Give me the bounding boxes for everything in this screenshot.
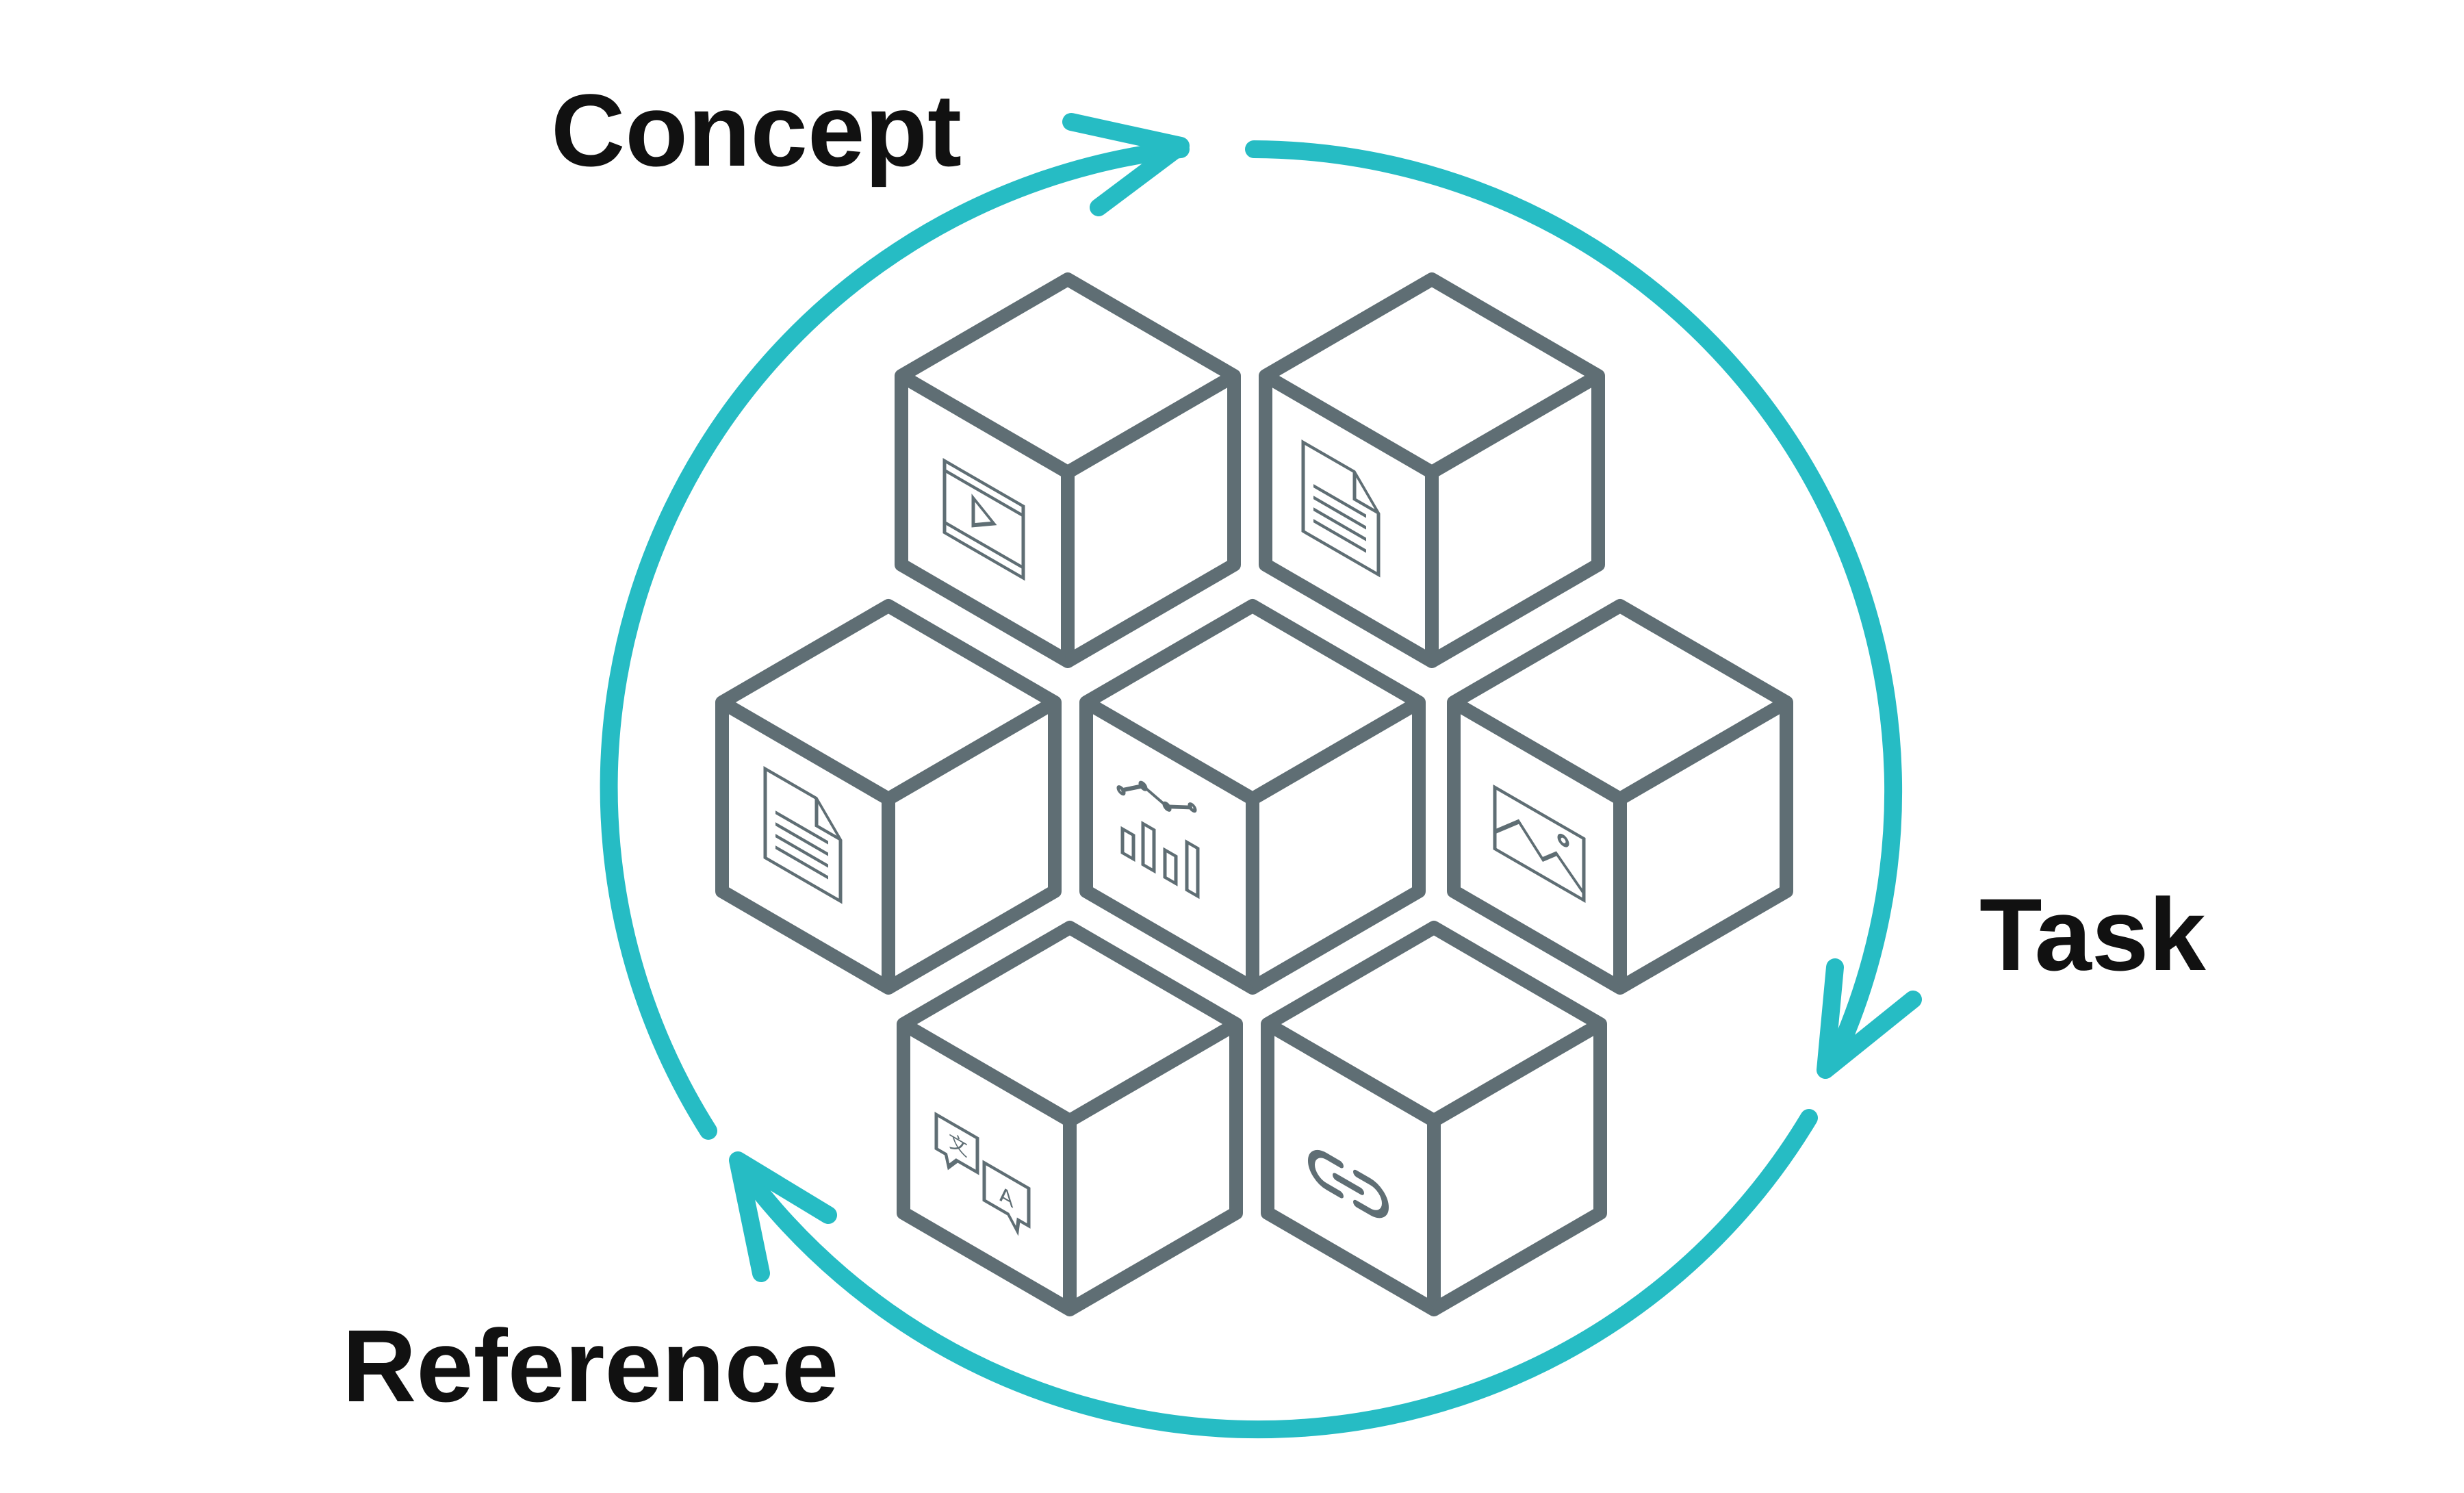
label-reference: Reference [342, 1308, 839, 1423]
arrowhead-reference [729, 1151, 837, 1282]
cube-translate: 文 A [903, 928, 1236, 1310]
translate-icon: 文 A [934, 1112, 1031, 1236]
cube-document-left [722, 606, 1055, 988]
arrowhead-concept [1062, 113, 1190, 216]
bar-line-chart-icon [1116, 780, 1200, 899]
arc-reference-to-concept [600, 140, 1190, 1140]
svg-text:文: 文 [949, 1129, 968, 1162]
svg-text:A: A [999, 1181, 1014, 1213]
document-icon [763, 766, 843, 904]
cube-video [901, 279, 1234, 661]
arrowhead-task [1817, 958, 1922, 1079]
document-icon [1301, 439, 1381, 578]
cube-link [1268, 928, 1600, 1310]
label-concept: Concept [551, 73, 962, 188]
video-player-icon [942, 458, 1025, 581]
cube-image [1454, 606, 1786, 988]
link-icon [1308, 1150, 1389, 1218]
arc-task-to-reference [737, 1109, 1818, 1439]
cube-chart [1086, 606, 1419, 988]
label-task: Task [1979, 877, 2206, 992]
arc-concept-to-task [1245, 140, 1903, 1073]
cube-document-top [1266, 279, 1598, 661]
cube-cluster: 文 A [722, 279, 1786, 1310]
cycle-arrows [600, 113, 1922, 1439]
image-icon [1493, 784, 1586, 903]
